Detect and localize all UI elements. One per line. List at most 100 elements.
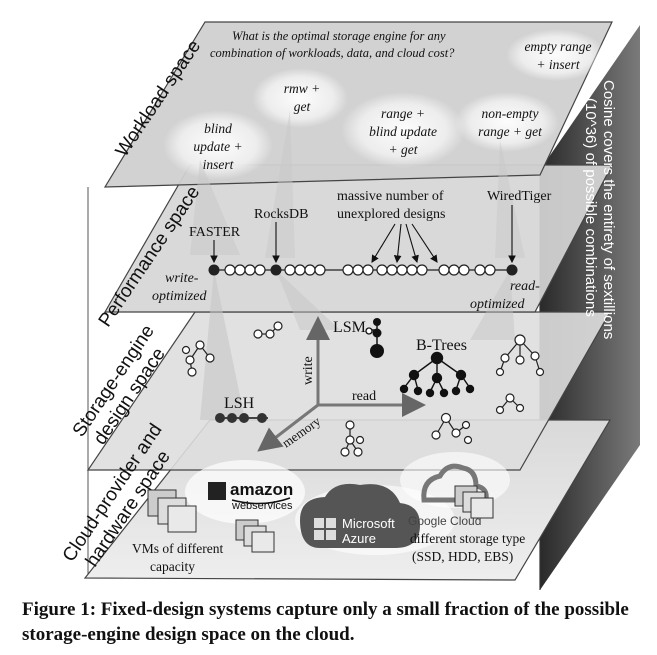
design-point-unexplored (386, 264, 398, 276)
bubble-text: non-empty (482, 106, 539, 121)
label-write-optimized-2: optimized (152, 289, 207, 304)
label-write-optimized-1: write- (165, 271, 199, 286)
label-btrees: B-Trees (416, 337, 467, 354)
design-point-unexplored (294, 264, 306, 276)
bubble-text: + insert (536, 57, 580, 72)
axis-label-read: read (352, 389, 376, 404)
projection-beam (200, 270, 245, 420)
design-point-unexplored (342, 264, 354, 276)
design-point-system (208, 264, 220, 276)
bubble-text: empty range (524, 39, 591, 54)
design-point-unexplored (438, 264, 450, 276)
label-storage-1: different storage type (410, 531, 525, 546)
label-rocksdb: RocksDB (254, 207, 308, 222)
side-text-line2: (10^36) of possible combinations (582, 98, 599, 317)
design-point-unexplored (458, 264, 470, 276)
workload-bubble-1: blind update + insert (193, 121, 242, 172)
pointer-unexplored (371, 223, 396, 263)
bubble-text: range + get (478, 124, 543, 139)
vm-stack-2 (235, 519, 275, 553)
workload-question-line2: combination of workloads, data, and clou… (210, 46, 455, 60)
design-space-diagram: What is the optimal storage engine for a… (59, 21, 640, 590)
design-point-unexplored (352, 264, 364, 276)
label-vms-2: capacity (150, 559, 195, 574)
bubble-text: get (294, 99, 312, 114)
google-cloud-logo: Google Cloud (408, 463, 489, 528)
projection-beam (276, 270, 340, 330)
workload-bubble-3: range + blind update + get (369, 106, 437, 157)
pointer-unexplored (405, 223, 419, 264)
aws-logo: amazon webservices (208, 480, 293, 512)
design-point-unexplored (234, 264, 246, 276)
design-point-unexplored (284, 264, 296, 276)
side-text-line1: Cosine covers the entirety of sextillion… (600, 80, 617, 339)
workload-bubble-2: rmw + get (284, 81, 321, 114)
bubble-text: range + (381, 106, 425, 121)
bubble-text: blind (204, 121, 232, 136)
label-wiredtiger: WiredTiger (487, 189, 552, 204)
design-point-unexplored (448, 264, 460, 276)
design-point-unexplored (254, 264, 266, 276)
label-massive-1: massive number of (337, 189, 444, 204)
design-glyph-tree (340, 420, 365, 457)
figure-caption: Figure 1: Fixed-design systems capture o… (22, 599, 629, 645)
google-cloud-text: Google Cloud (408, 514, 481, 528)
design-glyph-tree (495, 334, 545, 377)
design-chain (208, 264, 518, 276)
workload-bubble-blur (252, 68, 348, 128)
pointer-unexplored (393, 223, 402, 264)
workload-bubble-4: non-empty range + get (478, 106, 543, 139)
workload-bubble-5: empty range + insert (524, 39, 591, 72)
label-storage-2: (SSD, HDD, EBS) (412, 549, 513, 564)
design-glyph-tree (495, 393, 525, 415)
design-point-unexplored (304, 264, 316, 276)
cloud-shape (185, 460, 305, 524)
design-point-system (506, 264, 518, 276)
bubble-text: rmw + (284, 81, 321, 96)
design-point-unexplored (484, 264, 496, 276)
design-point-unexplored (224, 264, 236, 276)
vm-stack-3 (454, 485, 494, 519)
workload-bubble-blur (455, 92, 559, 152)
design-point-system (270, 264, 282, 276)
bubble-text: + get (389, 142, 419, 157)
projection-beam (470, 270, 515, 340)
axis-label-write: write (301, 356, 316, 385)
aws-logo-text: amazon (230, 480, 293, 499)
design-glyph-tree (431, 412, 473, 445)
design-point-unexplored (362, 264, 374, 276)
design-point-unexplored (376, 264, 388, 276)
design-point-unexplored (244, 264, 256, 276)
design-glyph-tree (253, 321, 283, 339)
bubble-text: insert (203, 157, 235, 172)
label-vms-1: VMs of different (132, 541, 223, 556)
label-lsm: LSM (333, 319, 366, 336)
btree-glyph (399, 351, 475, 398)
azure-logo: Microsoft Azure (300, 483, 420, 548)
workload-question-line1: What is the optimal storage engine for a… (232, 29, 446, 43)
workload-bubble-blur (163, 110, 273, 180)
design-point-unexplored (406, 264, 418, 276)
label-massive-2: unexplored designs (337, 207, 445, 222)
bubble-text: update + (193, 139, 242, 154)
workload-bubble-blur (341, 92, 465, 168)
design-point-unexplored (416, 264, 428, 276)
bubble-text: blind update (369, 124, 437, 139)
label-faster: FASTER (189, 225, 241, 240)
axis-memory (257, 403, 319, 452)
pointer-unexplored (411, 223, 438, 263)
azure-logo-text: Microsoft (342, 516, 395, 531)
label-read-optimized-1: read- (510, 279, 540, 294)
vm-stack-1 (147, 489, 197, 533)
lsm-glyph (365, 318, 384, 358)
design-point-unexplored (314, 264, 326, 276)
azure-logo-subtext: Azure (342, 531, 376, 546)
lsh-glyph (215, 413, 268, 423)
design-point-unexplored (396, 264, 408, 276)
projection-beam (265, 110, 295, 258)
design-glyph-tree (181, 340, 215, 377)
label-lsh: LSH (224, 395, 255, 412)
projection-beam (190, 160, 240, 255)
label-read-optimized-2: optimized (470, 297, 525, 312)
workload-bubble-blur (506, 29, 606, 81)
